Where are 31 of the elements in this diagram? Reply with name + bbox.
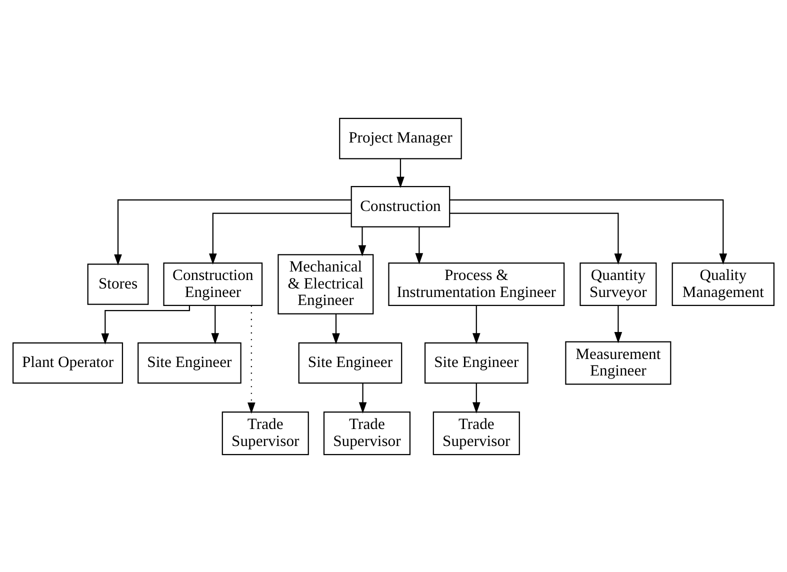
arrow: [101, 305, 190, 344]
arrow: [450, 198, 728, 264]
arrow: [472, 305, 480, 344]
node-box: Measurement Engineer: [565, 340, 672, 384]
node-box: Construction Engineer: [163, 262, 263, 306]
node-box: Site Engineer: [138, 342, 242, 384]
arrow: [415, 226, 424, 264]
node-box: Construction: [350, 186, 450, 227]
node-box: Plant Operator: [12, 342, 124, 384]
arrow: [358, 382, 367, 413]
arrow: [211, 305, 220, 344]
arrow: [358, 226, 366, 256]
node-box: Stores: [87, 263, 149, 304]
arrow: [614, 305, 622, 343]
arrow: [114, 198, 352, 266]
node-box: Site Engineer: [424, 342, 528, 384]
arrow: [396, 158, 404, 188]
arrow: [209, 212, 352, 264]
arrow: [332, 314, 340, 344]
node-box: Trade Supervisor: [432, 411, 520, 455]
arrow: [248, 305, 256, 414]
node-box: Process & Instrumentation Engineer: [388, 262, 565, 306]
node-box: Trade Supervisor: [222, 411, 309, 455]
node-box: Quality Management: [672, 262, 774, 306]
node-box: Mechanical & Electrical Engineer: [278, 254, 374, 314]
arrow: [472, 382, 480, 413]
node-box: Quantity Surveyor: [580, 262, 657, 306]
node-box: Project Manager: [339, 117, 462, 159]
node-box: Site Engineer: [298, 342, 402, 384]
node-box: Trade Supervisor: [323, 411, 411, 455]
arrow: [450, 212, 622, 264]
